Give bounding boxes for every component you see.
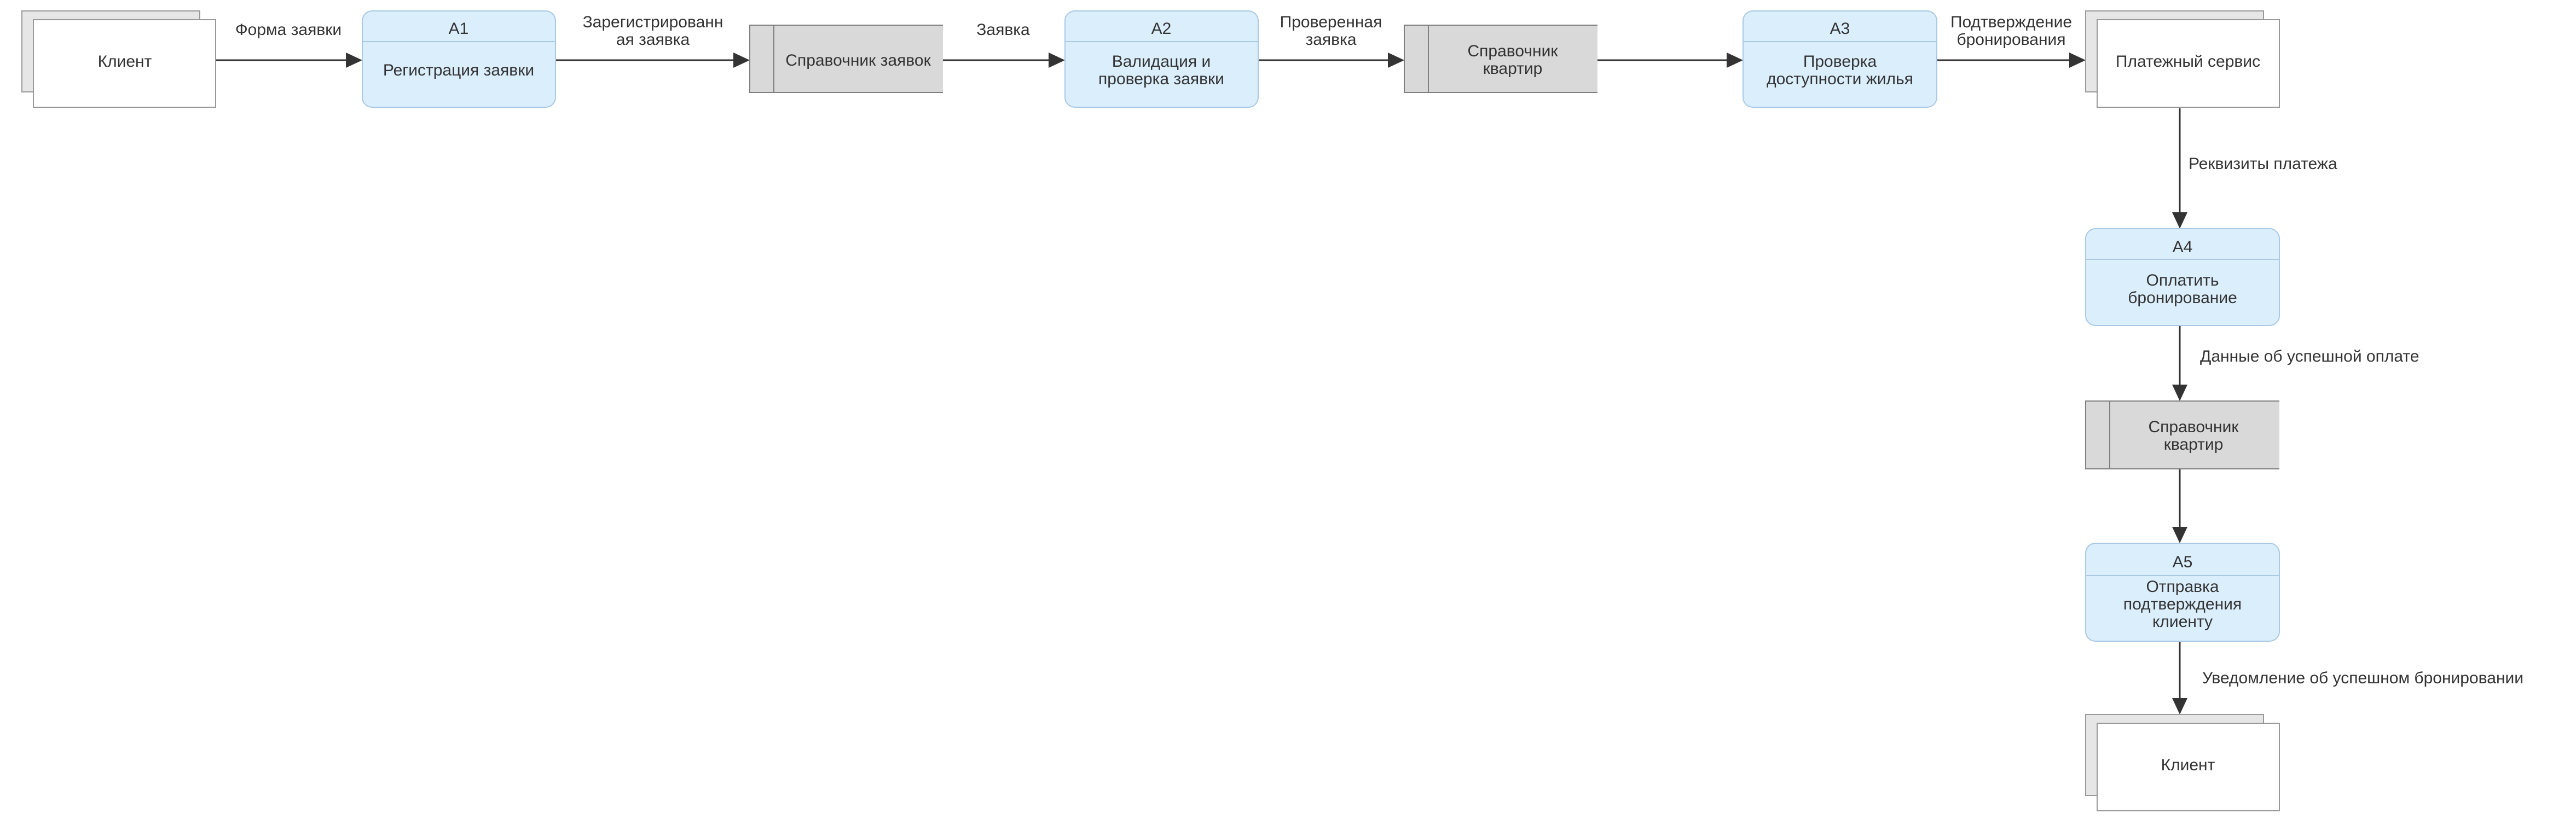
- flow-apartments-to-a5[interactable]: [2172, 469, 2187, 543]
- process-a5-title-line3: клиенту: [2152, 613, 2213, 631]
- flow-request-form[interactable]: [215, 53, 362, 68]
- flow-label-booking-notification: Уведомление об успешном бронировании: [2202, 669, 2523, 687]
- process-a1-id: A1: [449, 20, 469, 38]
- store-apartments-1-line1: Справочник: [1468, 42, 1559, 60]
- flow-label-checked-request-line1: Проверенная: [1280, 13, 1382, 31]
- flow-checked-request[interactable]: [1258, 53, 1404, 68]
- flow-label-request: Заявка: [976, 21, 1030, 39]
- entity-client-out[interactable]: Клиент: [2085, 714, 2280, 811]
- process-a2-title-line2: проверка заявки: [1098, 70, 1224, 88]
- store-apartments-1[interactable]: Справочник квартир: [1404, 25, 1597, 93]
- flow-label-registered-request-line2: ая заявка: [616, 31, 690, 49]
- flow-label-booking-confirmation-line2: бронирования: [1956, 31, 2065, 49]
- entity-payment-service-label: Платежный сервис: [2116, 53, 2260, 71]
- store-apartments-2-line1: Справочник: [2149, 418, 2239, 436]
- process-a5-title-line2: подтверждения: [2123, 595, 2242, 613]
- flow-label-booking-confirmation-line1: Подтверждение: [1950, 13, 2072, 31]
- store-apartments-1-line2: квартир: [1483, 60, 1543, 78]
- entity-client-in-label: Клиент: [98, 53, 152, 71]
- entity-payment-service[interactable]: Платежный сервис: [2085, 10, 2280, 108]
- flow-payment-details[interactable]: [2172, 108, 2187, 229]
- flow-label-registered-request-line1: Зарегистрированн: [583, 13, 723, 31]
- process-a3[interactable]: A3 Проверка доступности жилья: [1743, 10, 1937, 108]
- process-a4-id: A4: [2173, 238, 2193, 256]
- flow-apartments-to-a3[interactable]: [1597, 53, 1743, 68]
- flow-label-payment-success: Данные об успешной оплате: [2200, 347, 2419, 365]
- process-a1-title: Регистрация заявки: [383, 61, 534, 79]
- entity-client-in[interactable]: Клиент: [21, 10, 216, 108]
- flow-payment-success[interactable]: [2172, 326, 2187, 401]
- process-a3-title-line1: Проверка: [1803, 53, 1877, 71]
- flow-registered-request[interactable]: [555, 53, 750, 68]
- process-a4[interactable]: A4 Оплатить бронирование: [2085, 228, 2280, 326]
- process-a2-title-line1: Валидация и: [1112, 53, 1211, 71]
- store-requests-label: Справочник заявок: [785, 51, 931, 69]
- process-a5-id: A5: [2173, 553, 2193, 571]
- flow-label-checked-request-line2: заявка: [1305, 31, 1356, 49]
- process-a1[interactable]: A1 Регистрация заявки: [362, 10, 556, 108]
- flow-label-request-form: Форма заявки: [235, 21, 341, 39]
- process-a2[interactable]: A2 Валидация и проверка заявки: [1064, 10, 1259, 108]
- process-a3-id: A3: [1830, 20, 1850, 38]
- flow-booking-notification[interactable]: [2172, 641, 2187, 715]
- process-a5-title-line1: Отправка: [2146, 578, 2219, 596]
- flow-booking-confirmation[interactable]: [1937, 53, 2086, 68]
- process-a4-title-line1: Оплатить: [2146, 271, 2219, 289]
- store-apartments-2-line2: квартир: [2164, 435, 2224, 454]
- process-a2-id: A2: [1151, 20, 1172, 38]
- entity-client-out-label: Клиент: [2161, 756, 2215, 774]
- flow-request[interactable]: [943, 53, 1065, 68]
- process-a4-title-line2: бронирование: [2128, 289, 2237, 307]
- flow-label-payment-details: Реквизиты платежа: [2189, 155, 2337, 173]
- store-requests[interactable]: Справочник заявок: [749, 25, 943, 93]
- store-apartments-2[interactable]: Справочник квартир: [2085, 400, 2279, 469]
- process-a3-title-line2: доступности жилья: [1767, 70, 1913, 88]
- process-a5[interactable]: A5 Отправка подтверждения клиенту: [2085, 543, 2280, 642]
